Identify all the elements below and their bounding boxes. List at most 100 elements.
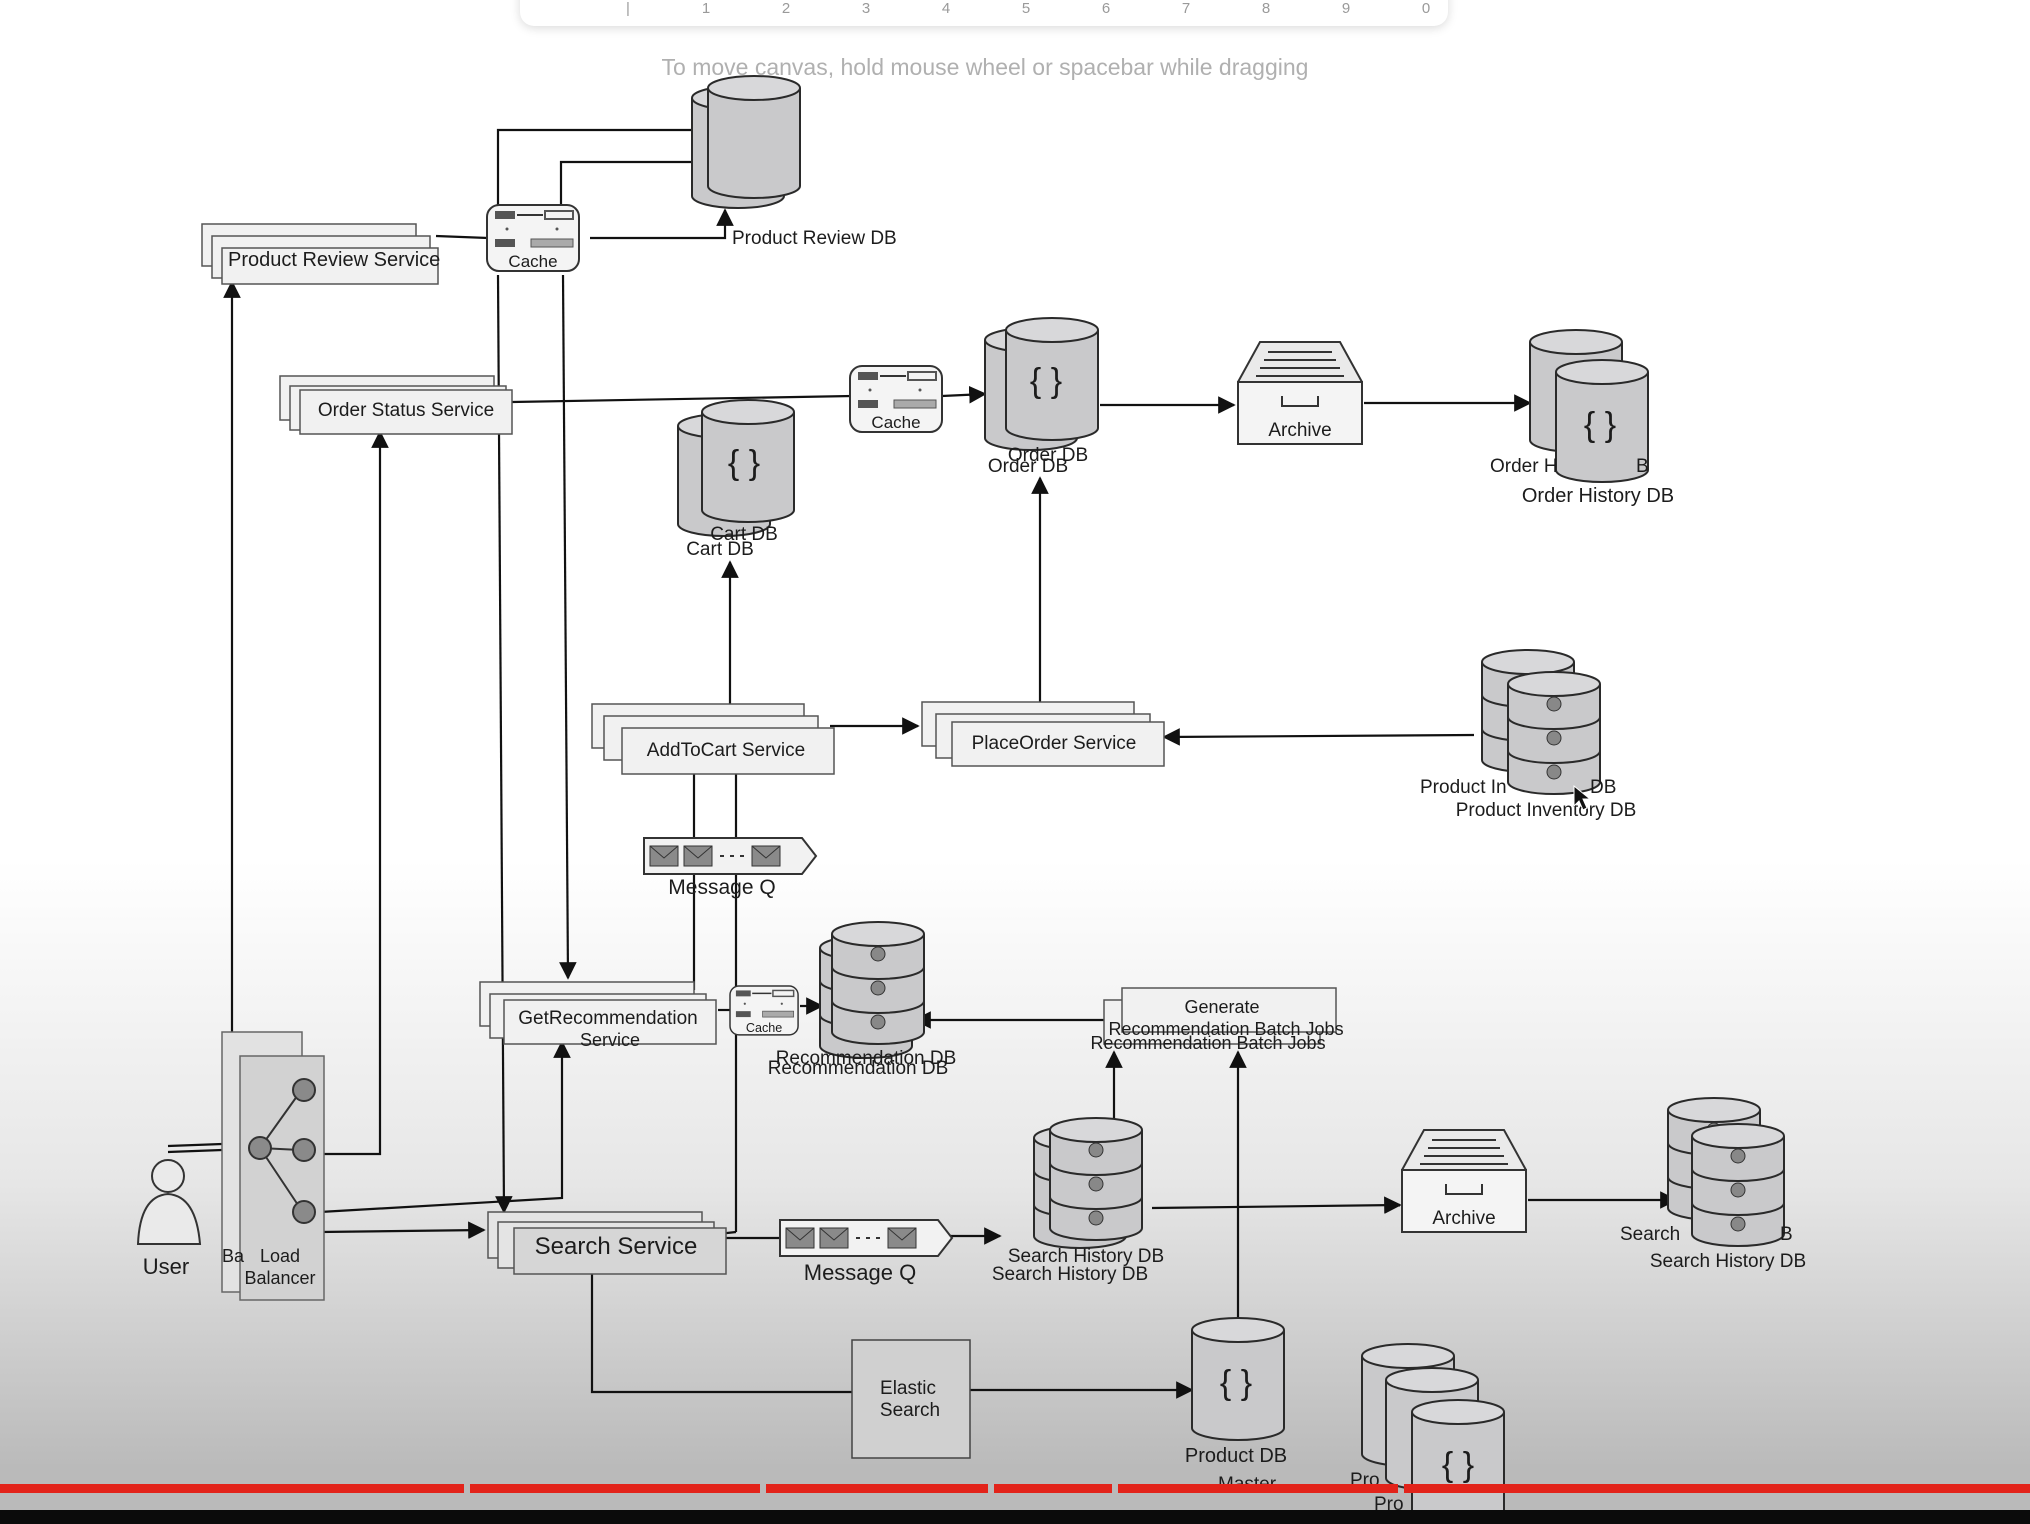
- arrow-search-history-to-archive: [1151, 1196, 1402, 1214]
- load-balancer[interactable]: Ba Load Balancer: [221, 1031, 325, 1301]
- arrow-lb-to-search: [319, 1221, 486, 1239]
- search-history-db-label-back: Search History DB: [1008, 1246, 1164, 1267]
- product-review-db-label: Product Review DB: [732, 228, 897, 249]
- search-history-db-archive-label-back: Search: [1620, 1224, 1680, 1245]
- toolbar-shortcut-8[interactable]: 8: [1261, 0, 1271, 17]
- stacked-card-front: [503, 999, 717, 1045]
- toolbar-shortcut-2[interactable]: 2: [781, 0, 791, 17]
- progress-segment-3[interactable]: [766, 1484, 988, 1493]
- search-service[interactable]: Search Service: [487, 1211, 727, 1275]
- search-archive[interactable]: Archive: [1401, 1129, 1527, 1233]
- product-review-db[interactable]: Product Review DB: [691, 75, 897, 249]
- database-icon: [1691, 1123, 1785, 1247]
- order-history-db-label-back: Order H: [1490, 456, 1558, 477]
- add-to-cart-service-label: AddToCart Service: [647, 740, 805, 761]
- toolbar-shortcut-7[interactable]: 7: [1181, 0, 1191, 17]
- message-q-label: Message Q: [668, 876, 775, 899]
- progress-segment-4[interactable]: [994, 1484, 1112, 1493]
- message-queue-icon: [779, 1219, 953, 1257]
- product-inventory-db-label: Product Inventory DB: [1456, 800, 1637, 821]
- message-queue-upper[interactable]: Message Q: [643, 837, 817, 899]
- json-icon: { }: [1584, 406, 1616, 444]
- json-icon: { }: [1030, 362, 1062, 400]
- product-db-label: Product DB: [1185, 1445, 1287, 1467]
- database-icon: [831, 921, 925, 1045]
- progress-segment-5[interactable]: [1118, 1484, 1398, 1493]
- stacked-card-front: [951, 721, 1165, 767]
- toolbar-shortcut-9[interactable]: 9: [1341, 0, 1351, 17]
- toolbar-shortcut-0[interactable]: 0: [1421, 0, 1431, 17]
- order-history-db-label-back-suffix: B: [1636, 456, 1649, 477]
- toolbar-shortcut-6[interactable]: 6: [1101, 0, 1111, 17]
- order-archive[interactable]: Archive: [1237, 341, 1363, 445]
- get-recommendation-label-line1: GetRecommendation: [518, 1008, 698, 1029]
- product-review-cache[interactable]: Cache: [486, 204, 580, 272]
- elastic-search[interactable]: Elastic Search: [851, 1339, 971, 1459]
- order-history-db[interactable]: { } Order H B Order History DB: [1490, 329, 1674, 507]
- toolbar-shortcut-3[interactable]: 3: [861, 0, 871, 17]
- load-balancer-label-line2: Balancer: [244, 1268, 315, 1288]
- elastic-search-label-line1: Elastic: [880, 1378, 936, 1399]
- lb-node-source: [248, 1136, 272, 1160]
- message-q-label: Message Q: [804, 1260, 917, 1285]
- progress-segment-6[interactable]: [1404, 1484, 2030, 1493]
- order-db[interactable]: { } Order DB Order DB: [984, 317, 1099, 477]
- stacked-card-front: [1121, 987, 1337, 1033]
- user-body-icon: [136, 1192, 202, 1245]
- cache-label: Cache: [871, 413, 920, 432]
- batch-jobs-label-line1: Generate: [1184, 997, 1259, 1017]
- cart-db-label-back: Cart DB: [710, 524, 778, 545]
- place-order-service[interactable]: PlaceOrder Service: [921, 701, 1165, 767]
- cart-db[interactable]: { } Cart DB Cart DB: [677, 399, 795, 560]
- connector-lines: [167, 128, 1678, 1399]
- user-actor[interactable]: User: [136, 1159, 202, 1279]
- order-history-db-label: Order History DB: [1522, 485, 1674, 507]
- connector-review-service-to-cache: [435, 234, 489, 240]
- search-history-db-archive[interactable]: Search B Search History DB: [1620, 1097, 1806, 1272]
- get-recommendation-service[interactable]: GetRecommendation Service: [479, 981, 717, 1050]
- toolbar-shortcut-4[interactable]: 4: [941, 0, 951, 17]
- search-history-db-label: Search History DB: [992, 1264, 1148, 1285]
- product-replica-b-label: Pro: [1374, 1494, 1404, 1515]
- search-history-db[interactable]: Search History DB Search History DB: [992, 1117, 1164, 1285]
- connector-cache-to-review-db-lower: [559, 160, 710, 208]
- recommendation-db[interactable]: Recommendation DB Recommendation DB: [768, 921, 957, 1079]
- load-balancer-back-label: Ba: [222, 1246, 245, 1266]
- toolbar-shortcut-1[interactable]: 1: [701, 0, 711, 17]
- product-review-service[interactable]: Product Review Service: [201, 223, 440, 285]
- generate-recommendation-batch-jobs[interactable]: Generate Recommendation Batch Jobs Recom…: [1090, 987, 1344, 1053]
- stacked-card-front: [621, 727, 835, 775]
- progress-segment-2[interactable]: [470, 1484, 760, 1493]
- database-icon: [707, 75, 801, 199]
- video-player-bottom-bar: [0, 1510, 2030, 1524]
- video-progress-bar[interactable]: [0, 1484, 2030, 1493]
- product-db[interactable]: { } Product DB Master: [1185, 1317, 1287, 1495]
- lb-node-target-3: [292, 1200, 316, 1224]
- arrow-cache-to-product-review-db: [590, 208, 734, 240]
- order-cache[interactable]: Cache: [849, 365, 943, 433]
- product-db-replicas[interactable]: { } Pro Pro: [1350, 1343, 1505, 1523]
- lb-node-target-2: [292, 1138, 316, 1162]
- connector-user-to-lb-upper: [167, 1148, 223, 1154]
- database-icon: [1049, 1117, 1143, 1241]
- product-inventory-db[interactable]: Product In DB Product Inventory DB: [1420, 649, 1637, 821]
- order-status-service[interactable]: Order Status Service: [279, 375, 513, 435]
- order-db-label: Order DB: [988, 456, 1068, 477]
- message-queue-lower[interactable]: Message Q: [779, 1219, 953, 1285]
- place-order-service-label: PlaceOrder Service: [972, 733, 1137, 754]
- product-inventory-db-label-back-suffix: DB: [1590, 777, 1616, 798]
- user-head-icon: [151, 1159, 185, 1193]
- recommendation-db-label: Recommendation DB: [768, 1058, 949, 1079]
- toolbar-shortcut-5[interactable]: 5: [1021, 0, 1031, 17]
- recommendation-cache[interactable]: Cache: [729, 985, 799, 1036]
- connector-search-to-elastic-search: [590, 1272, 852, 1394]
- progress-segment-1[interactable]: [0, 1484, 464, 1493]
- toolbar-separator: |: [626, 0, 630, 17]
- arrow-inventory-db-to-place-order: [1162, 728, 1475, 746]
- message-queue-icon: [643, 837, 817, 875]
- connector-cache-to-review-db-upper: [496, 128, 710, 208]
- add-to-cart-service[interactable]: AddToCart Service: [591, 703, 835, 775]
- elastic-search-box: [851, 1339, 971, 1459]
- product-inventory-db-label-back: Product In: [1420, 777, 1507, 798]
